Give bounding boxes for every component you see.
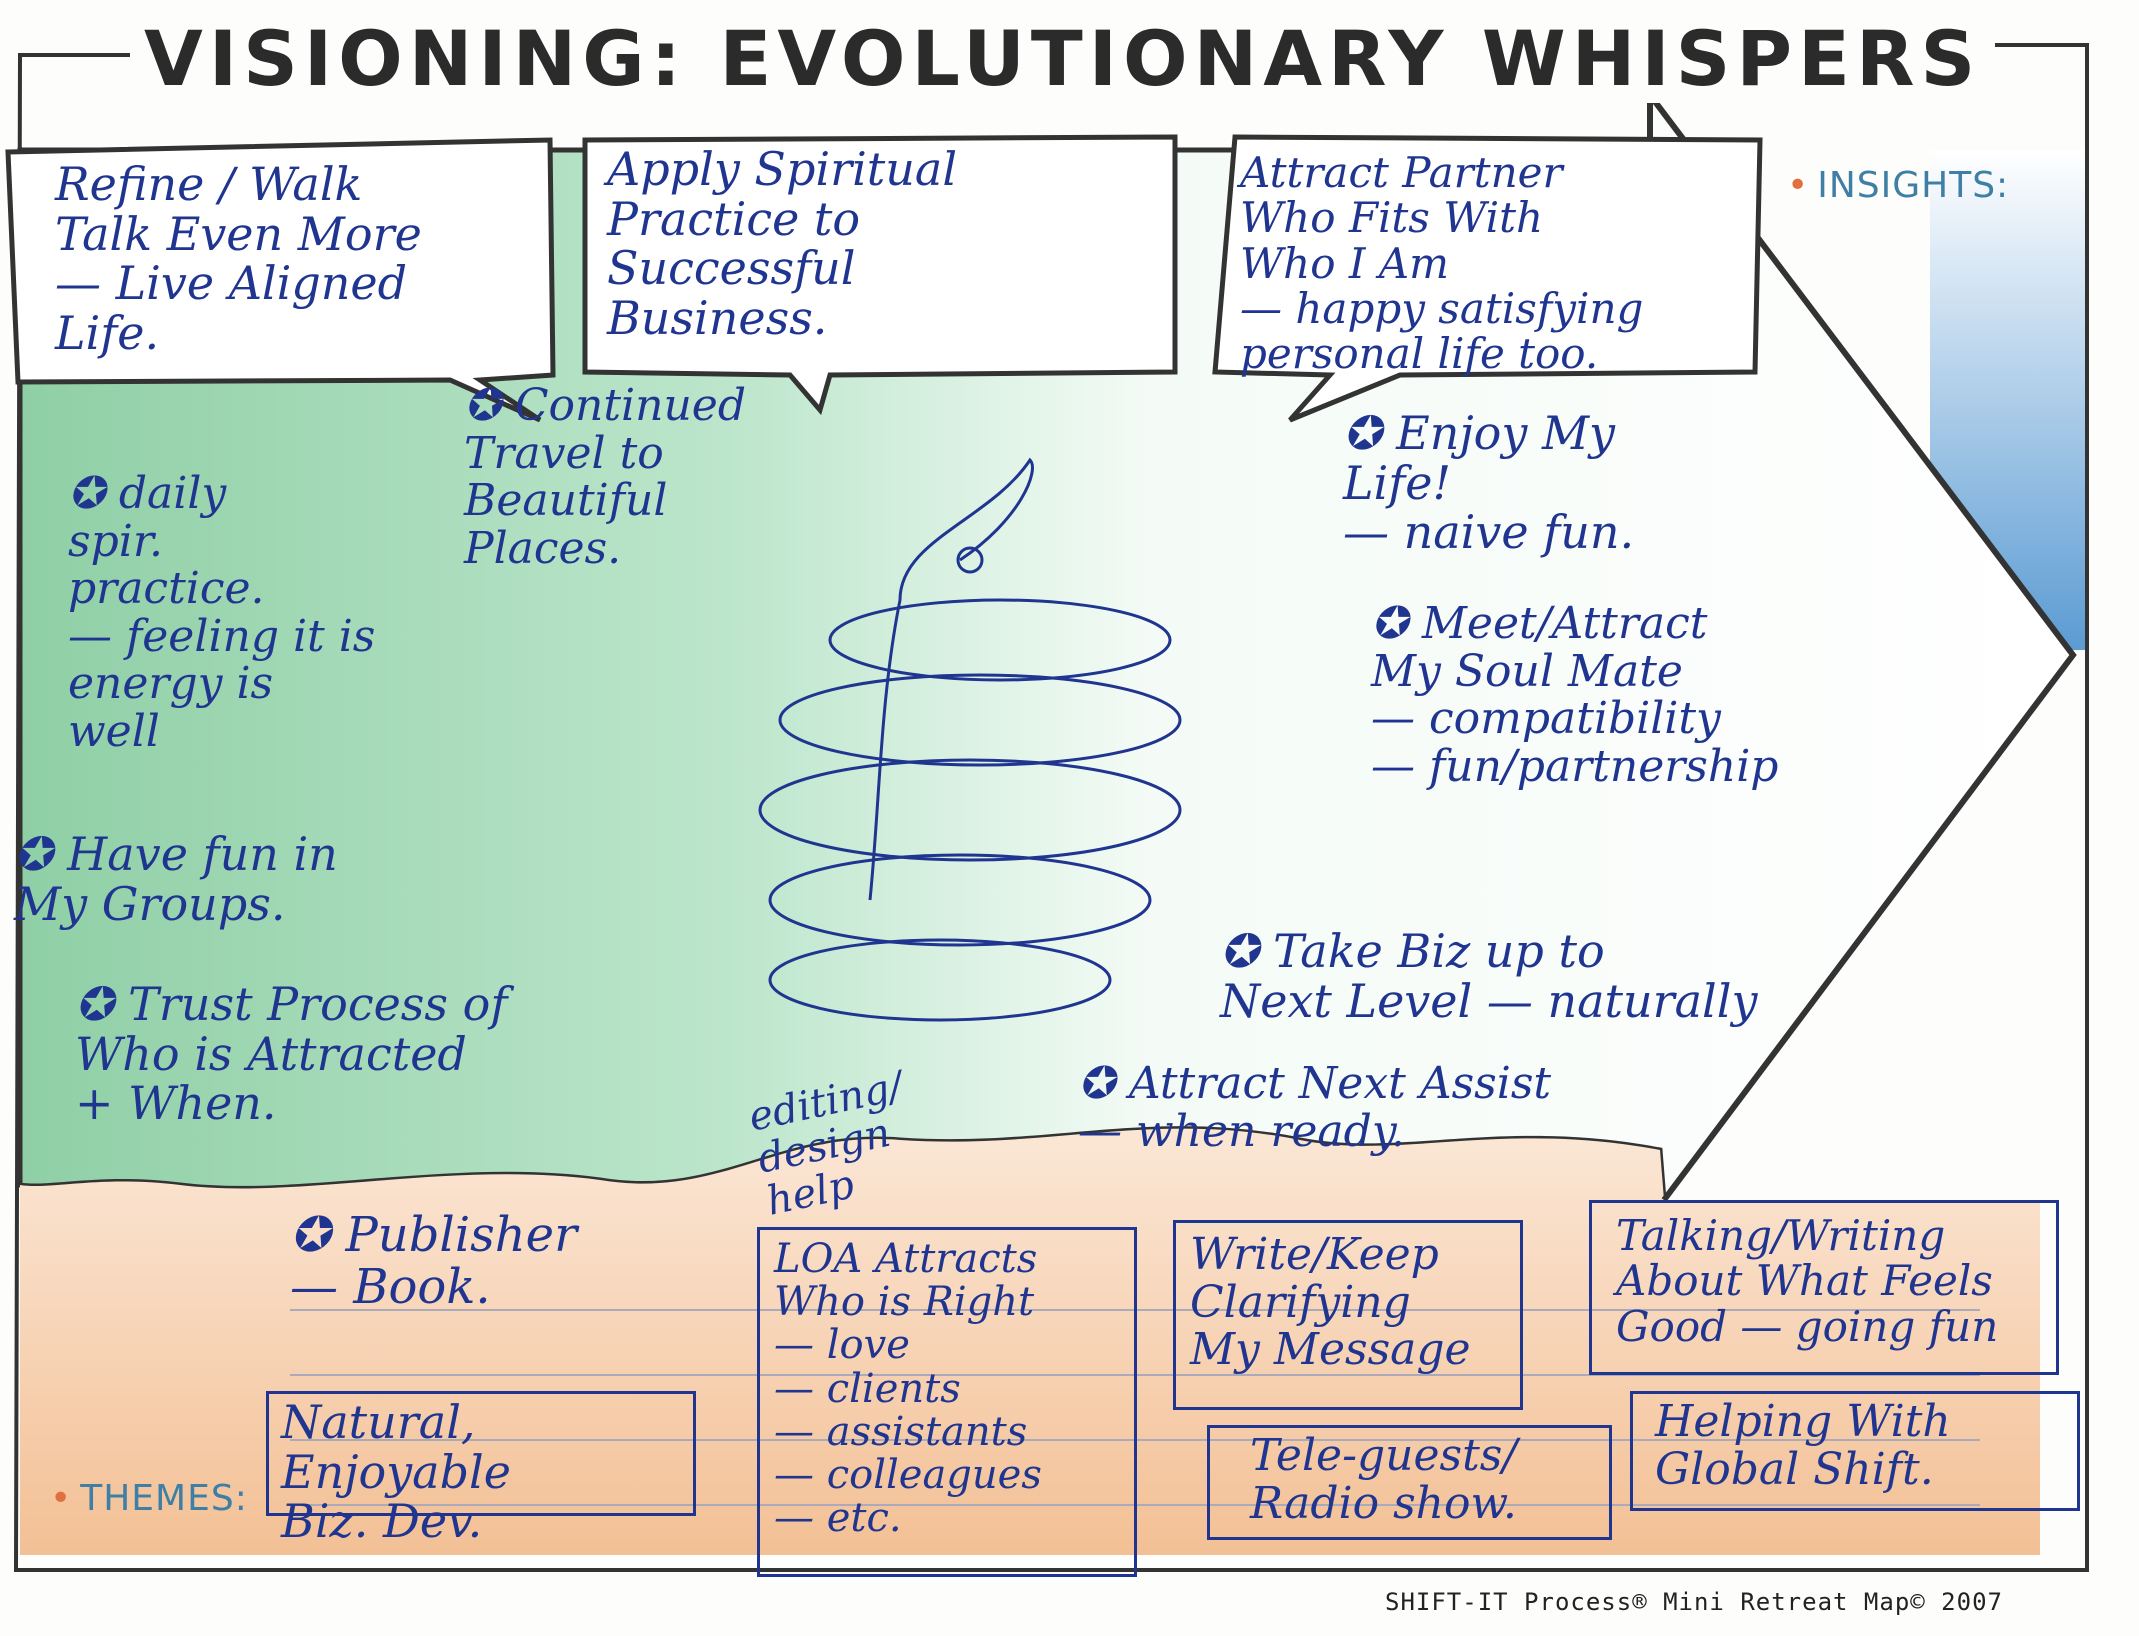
swirl-figure: [758, 457, 1182, 1022]
insights-label-text: INSIGHTS:: [1817, 165, 2010, 206]
insight-enjoy-life: ✪ Enjoy My Life! — naive fun.: [1343, 406, 1635, 560]
insight-text: daily spir. practice. — feeling it is en…: [68, 468, 376, 757]
insight-text: Trust Process of Who is Attracted + When…: [75, 977, 508, 1131]
insight-biz-next-level: ✪ Take Biz up to Next Level — naturally: [1220, 924, 1758, 1028]
insight-next-assist: ✪ Attract Next Assist — when ready.: [1078, 1058, 1552, 1157]
insights-label: •INSIGHTS:: [1787, 165, 2010, 206]
page-title: VISIONING: EVOLUTIONARY WHISPERS: [130, 14, 1996, 103]
bubble-refine: Refine / Walk Talk Even More — Live Alig…: [55, 157, 422, 361]
page-frame: [13, 43, 2089, 1572]
insight-text: Continued Travel to Beautiful Places.: [464, 380, 746, 574]
theme-tele-guests: Tele-guests/ Radio show.: [1207, 1425, 1612, 1540]
insight-text: Meet/Attract My Soul Mate — compatibilit…: [1371, 598, 1779, 792]
speech-bubbles: [5, 134, 1763, 423]
insight-daily-practice: ✪ daily spir. practice. — feeling it is …: [68, 468, 376, 757]
insight-text: Publisher — Book.: [290, 1207, 578, 1315]
insight-soul-mate: ✪ Meet/Attract My Soul Mate — compatibil…: [1371, 598, 1779, 792]
insight-text: Have fun in My Groups.: [14, 827, 338, 931]
themes-label: •THEMES:: [50, 1478, 248, 1519]
theme-global-shift: Helping With Global Shift.: [1630, 1391, 2080, 1511]
theme-clarifying-message: Write/Keep Clarifying My Message: [1173, 1220, 1523, 1410]
themes-band: [20, 1128, 2040, 1555]
insight-publisher: ✪ Publisher — Book.: [290, 1207, 578, 1315]
insight-groups: ✪ Have fun in My Groups.: [14, 827, 338, 931]
theme-loa-attracts: LOA Attracts Who is Right — love — clien…: [757, 1227, 1137, 1577]
insight-trust-process: ✪ Trust Process of Who is Attracted + Wh…: [75, 977, 508, 1131]
insight-travel: ✪ Continued Travel to Beautiful Places.: [464, 380, 746, 574]
bubble-spiritual-business: Apply Spiritual Practice to Successful B…: [607, 142, 958, 346]
footer-credit: SHIFT-IT Process® Mini Retreat Map© 2007: [1385, 1588, 2003, 1616]
insight-text: Enjoy My Life! — naive fun.: [1343, 406, 1635, 560]
themes-label-text: THEMES:: [80, 1478, 248, 1519]
theme-natural-biz-dev: Natural, Enjoyable Biz. Dev.: [266, 1391, 696, 1546]
insight-text: Take Biz up to Next Level — naturally: [1220, 924, 1758, 1028]
theme-talking-writing: Talking/Writing About What Feels Good — …: [1589, 1200, 2059, 1375]
bubble-attract-partner: Attract Partner Who Fits With Who I Am —…: [1240, 148, 1644, 379]
insight-text: Attract Next Assist — when ready.: [1078, 1058, 1552, 1157]
